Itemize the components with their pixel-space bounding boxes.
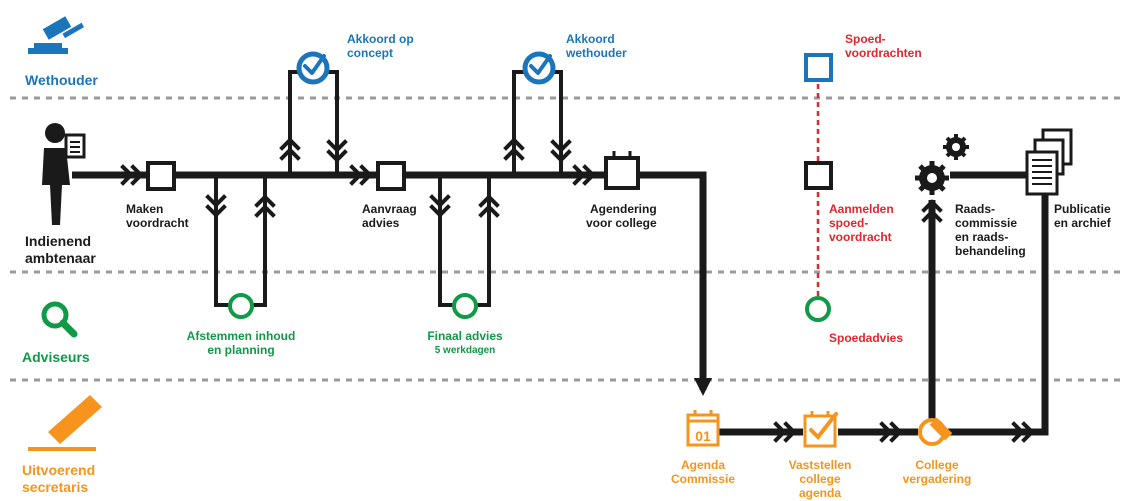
label-akkoord-concept-1: Akkoord op [347, 32, 414, 46]
box-agendering [604, 156, 640, 190]
label-college-2: vergadering [903, 472, 972, 486]
lane-indienend-2: ambtenaar [25, 250, 96, 266]
lane-labels: Wethouder Indienend ambtenaar Adviseurs … [22, 72, 98, 495]
advice-circles [228, 293, 831, 322]
label-finaal: Finaal advies [427, 329, 503, 343]
urgent-path [804, 53, 833, 298]
advice-spoed-circle [805, 296, 831, 322]
label-vaststellen-1: Vaststellen [789, 458, 852, 472]
label-akkoord-wethouder-2: wethouder [565, 46, 627, 60]
label-afstemmen-2: en planning [207, 343, 274, 357]
advice-finaal-circle [452, 293, 478, 319]
gears-icon [915, 134, 969, 195]
label-aanmelden-2: spoed- [829, 216, 868, 230]
label-raads-1: Raads- [955, 202, 995, 216]
label-college-1: College [915, 458, 959, 472]
label-akkoord-concept-2: concept [347, 46, 393, 60]
label-agendering-2: voor college [586, 216, 657, 230]
secretary-icons: 01 [686, 410, 953, 448]
lane-uitvoerend-2: secretaris [22, 479, 88, 495]
spoed-aanmelden-box [804, 161, 833, 190]
label-aanvraag-2: advies [362, 216, 400, 230]
secretary-labels: Agenda Commissie Vaststellen college age… [671, 458, 971, 500]
urgent-labels: Spoed- voordrachten Aanmelden spoed- voo… [829, 32, 922, 345]
down-arrow-head [694, 378, 712, 396]
label-maken-2: voordracht [126, 216, 189, 230]
advice-labels: Afstemmen inhoud en planning Finaal advi… [187, 329, 503, 357]
label-vaststellen-2: college [799, 472, 841, 486]
person-icon [42, 123, 86, 225]
label-spoed-voordrachten-2: voordrachten [845, 46, 922, 60]
agenda-icon-text: 01 [695, 428, 711, 444]
pencil-icon [28, 395, 102, 451]
lane-adviseurs: Adviseurs [22, 349, 90, 365]
lane-wethouder: Wethouder [25, 72, 98, 88]
label-raads-3: en raads- [955, 230, 1008, 244]
label-agendering-1: Agendering [590, 202, 657, 216]
label-raads-4: behandeling [955, 244, 1026, 258]
label-finaal-sub: 5 werkdagen [435, 345, 496, 356]
step-labels: Maken voordracht Aanvraag advies Agender… [126, 202, 1112, 258]
gavel-icon [28, 16, 85, 54]
chevrons [120, 137, 1035, 443]
label-publicatie-1: Publicatie [1054, 202, 1111, 216]
box-aanvraag [376, 161, 406, 191]
label-afstemmen-1: Afstemmen inhoud [187, 329, 296, 343]
label-aanmelden-3: voordracht [829, 230, 892, 244]
loop-afstemmen [214, 175, 267, 307]
loop-finaal [438, 175, 491, 307]
lane-uitvoerend-1: Uitvoerend [22, 462, 95, 478]
label-spoedadvies: Spoedadvies [829, 331, 903, 345]
label-raads-2: commissie [955, 216, 1017, 230]
label-aanvraag-1: Aanvraag [362, 202, 417, 216]
advice-afstemmen-circle [228, 293, 254, 319]
label-aanmelden-1: Aanmelden [829, 202, 894, 216]
spoed-voordrachten-box [804, 53, 833, 82]
label-publicatie-2: en archief [1054, 216, 1112, 230]
magnifier-icon [41, 301, 78, 338]
box-maken [146, 161, 176, 191]
label-maken-1: Maken [126, 202, 163, 216]
step-boxes [146, 156, 640, 191]
label-spoed-voordrachten-1: Spoed- [845, 32, 886, 46]
lane-indienend-1: Indienend [25, 233, 91, 249]
label-akkoord-wethouder-1: Akkoord [566, 32, 615, 46]
label-agenda-1: Agenda [681, 458, 725, 472]
label-vaststellen-3: agenda [799, 486, 841, 500]
documents-icon [1025, 128, 1073, 196]
calendar-rings [612, 151, 632, 160]
label-agenda-2: Commissie [671, 472, 735, 486]
approval-labels: Akkoord op concept Akkoord wethouder [347, 32, 627, 60]
